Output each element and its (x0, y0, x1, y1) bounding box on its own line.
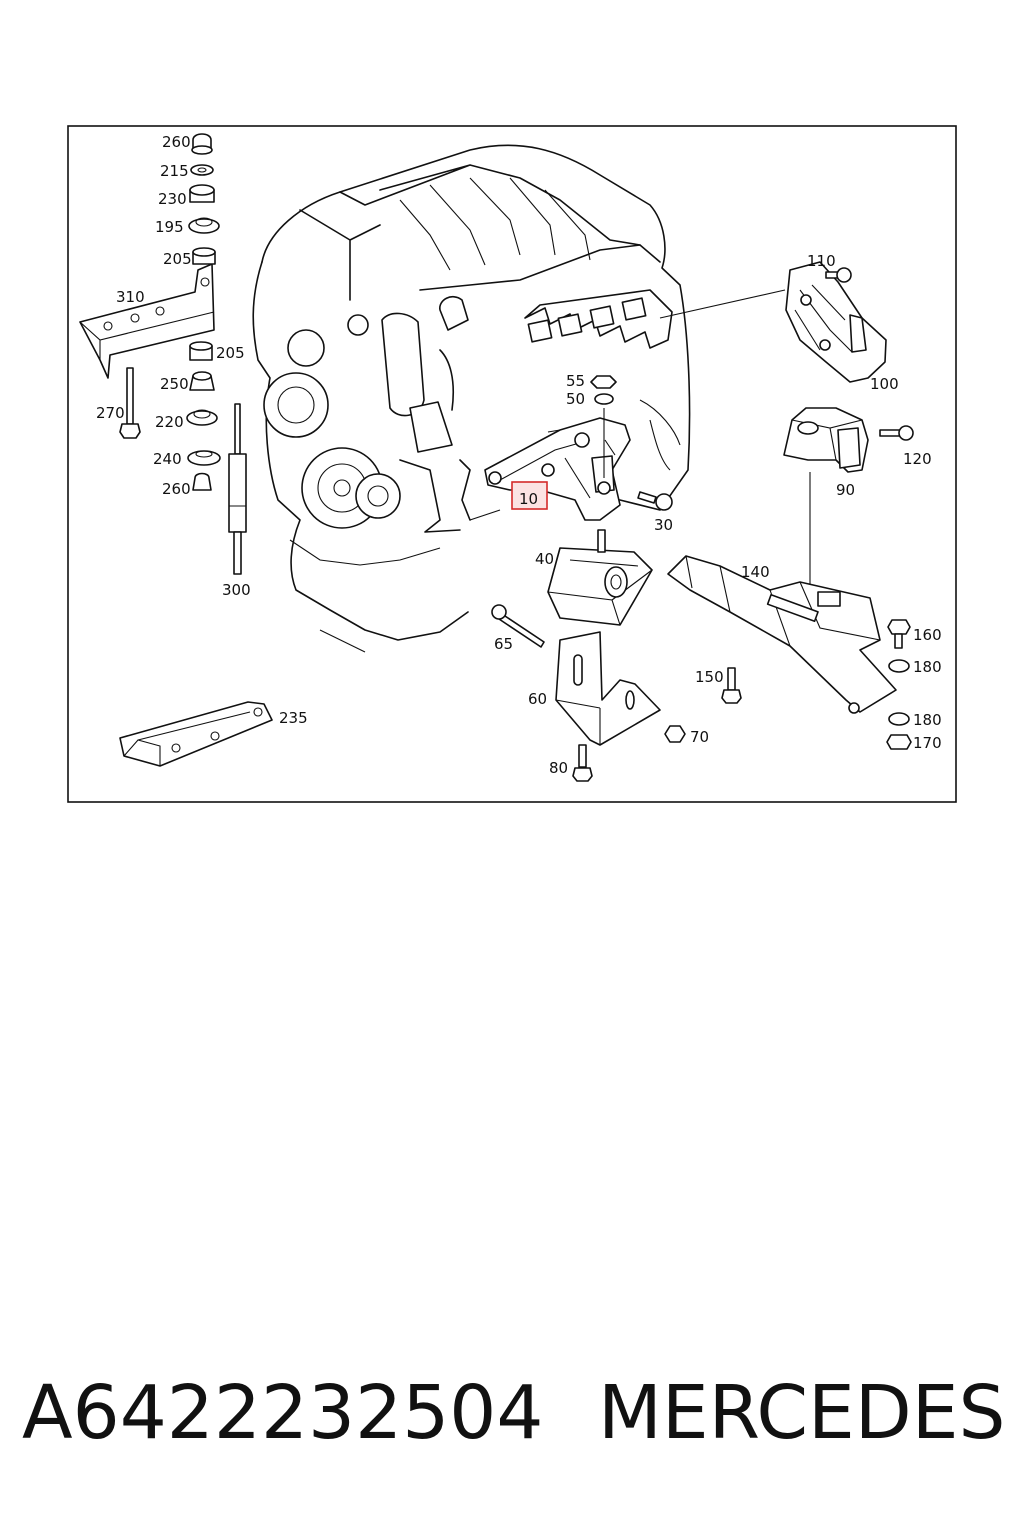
nut-70 (664, 725, 686, 743)
washer-50 (594, 393, 614, 405)
washer-180-lower (888, 712, 910, 726)
callout-270[interactable]: 270 (96, 404, 125, 422)
callout-100[interactable]: 100 (870, 375, 899, 393)
bolt-30 (637, 491, 673, 511)
bolt-65 (491, 604, 545, 648)
callout-65[interactable]: 65 (494, 635, 513, 653)
caption: A6422232504 MERCEDES (0, 1370, 1024, 1470)
callout-180-lower[interactable]: 180 (913, 711, 942, 729)
callout-230[interactable]: 230 (158, 190, 187, 208)
bolt-160 (887, 619, 911, 649)
callout-55[interactable]: 55 (566, 372, 585, 390)
callout-30[interactable]: 30 (654, 516, 673, 534)
washer-180-upper (888, 659, 910, 673)
hardware-stack-lower (186, 341, 221, 491)
callout-180-upper[interactable]: 180 (913, 658, 942, 676)
callout-140[interactable]: 140 (741, 563, 770, 581)
engine-illustration (252, 144, 786, 653)
nut-55 (590, 375, 617, 389)
part-300-damper (228, 403, 247, 575)
part-90-mount (783, 407, 869, 473)
bolt-150 (721, 667, 742, 704)
callout-60[interactable]: 60 (528, 690, 547, 708)
callout-220[interactable]: 220 (155, 413, 184, 431)
hardware-stack-upper (188, 133, 220, 265)
callout-170[interactable]: 170 (913, 734, 942, 752)
part-310-bracket (79, 263, 215, 379)
callout-205-lower[interactable]: 205 (216, 344, 245, 362)
part-60-bracket (555, 631, 661, 746)
callout-40[interactable]: 40 (535, 550, 554, 568)
nut-170 (886, 734, 912, 750)
bolt-270 (119, 367, 141, 439)
callout-120[interactable]: 120 (903, 450, 932, 468)
bolt-120 (879, 425, 914, 441)
callout-195[interactable]: 195 (155, 218, 184, 236)
callout-250[interactable]: 250 (160, 375, 189, 393)
bolt-80 (572, 744, 593, 782)
callout-215[interactable]: 215 (160, 162, 189, 180)
callout-240[interactable]: 240 (153, 450, 182, 468)
part-100-bracket (785, 261, 887, 383)
part-10-bracket (484, 417, 631, 521)
callout-260-top[interactable]: 260 (162, 133, 191, 151)
part-235-plate (119, 701, 273, 767)
callout-110[interactable]: 110 (807, 252, 836, 270)
callout-90[interactable]: 90 (836, 481, 855, 499)
part-140-crossmember (667, 555, 897, 714)
callout-160[interactable]: 160 (913, 626, 942, 644)
callout-80[interactable]: 80 (549, 759, 568, 777)
bolt-110 (825, 267, 852, 283)
callout-150[interactable]: 150 (695, 668, 724, 686)
callout-300[interactable]: 300 (222, 581, 251, 599)
callout-310[interactable]: 310 (116, 288, 145, 306)
callout-10[interactable]: 10 (519, 490, 538, 508)
engine-mount-diagram: 10 30 40 50 55 60 65 70 80 90 100 110 12… (67, 125, 957, 803)
part-40-engine-mount (547, 529, 653, 626)
callout-50[interactable]: 50 (566, 390, 585, 408)
callout-235[interactable]: 235 (279, 709, 308, 727)
manufacturer-name: MERCEDES (598, 1370, 1006, 1456)
part-number: A6422232504 (22, 1370, 544, 1456)
callout-70[interactable]: 70 (690, 728, 709, 746)
callout-205-top[interactable]: 205 (163, 250, 192, 268)
highlight-box (511, 481, 548, 510)
callout-260-lower[interactable]: 260 (162, 480, 191, 498)
